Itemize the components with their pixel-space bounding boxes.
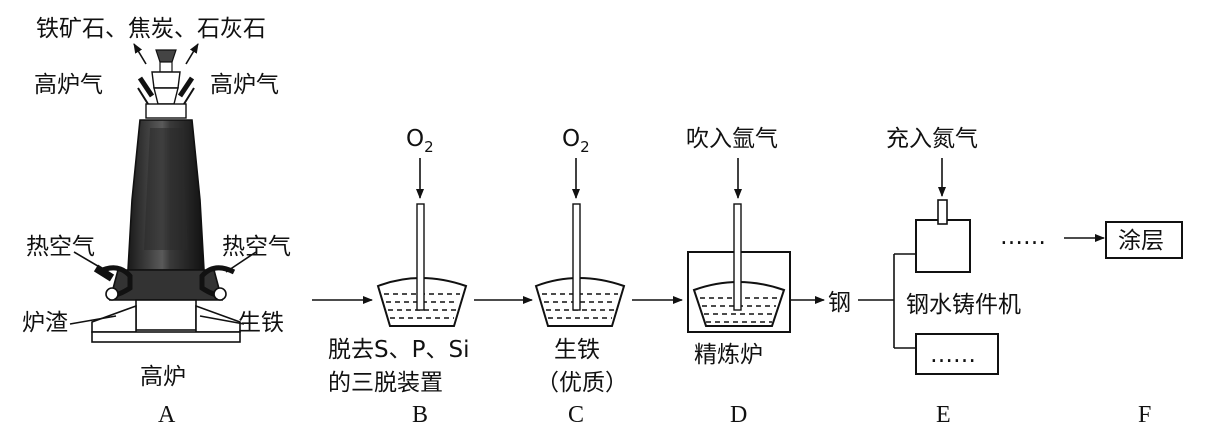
blast-furnace (69, 43, 257, 343)
hot-air-label-left: 热空气 (26, 234, 95, 260)
stage-letter-e: E (936, 402, 951, 428)
b-label-line2: 的三脱装置 (328, 370, 443, 396)
c-label-line1: 生铁 (554, 337, 600, 363)
oxygen-blowing-vessel (534, 158, 626, 327)
pig-iron-label: 生铁 (238, 310, 284, 336)
oxygen-label-b: O2 (406, 126, 434, 156)
c-label-line2: （优质） (536, 370, 628, 396)
furnace-label: 高炉 (140, 364, 186, 390)
stage-letter-f: F (1138, 402, 1151, 428)
continuation-dots: …… (1000, 224, 1046, 250)
refining-furnace-label: 精炼炉 (694, 342, 763, 368)
slag-label: 炉渣 (22, 310, 68, 336)
casting-box-dots: …… (930, 342, 976, 368)
oxygen-label-c: O2 (562, 126, 590, 156)
top-materials-label: 铁矿石、焦炭、石灰石 (36, 16, 266, 42)
casting-machine (893, 158, 999, 375)
stage-letter-a: A (158, 402, 176, 428)
steel-label: 钢 (828, 290, 851, 316)
refining-furnace (687, 158, 791, 333)
casting-machine-label: 钢水铸件机 (906, 292, 1021, 318)
argon-input-label: 吹入氩气 (686, 126, 778, 152)
gas-arrow-left (133, 43, 147, 65)
gas-arrow-right (185, 43, 199, 65)
b-label-line1: 脱去S、P、Si (328, 337, 469, 363)
hot-air-label-right: 热空气 (222, 234, 291, 260)
nitrogen-input-label: 充入氮气 (886, 126, 978, 152)
stage-letter-b: B (412, 402, 428, 428)
desulfurization-vessel (376, 158, 468, 327)
furnace-gas-label-right: 高炉气 (210, 72, 279, 98)
stage-letter-d: D (730, 402, 747, 428)
furnace-gas-label-left: 高炉气 (34, 72, 103, 98)
stage-letter-c: C (568, 402, 584, 428)
coating-label: 涂层 (1118, 228, 1164, 254)
coating-box (1105, 221, 1183, 259)
